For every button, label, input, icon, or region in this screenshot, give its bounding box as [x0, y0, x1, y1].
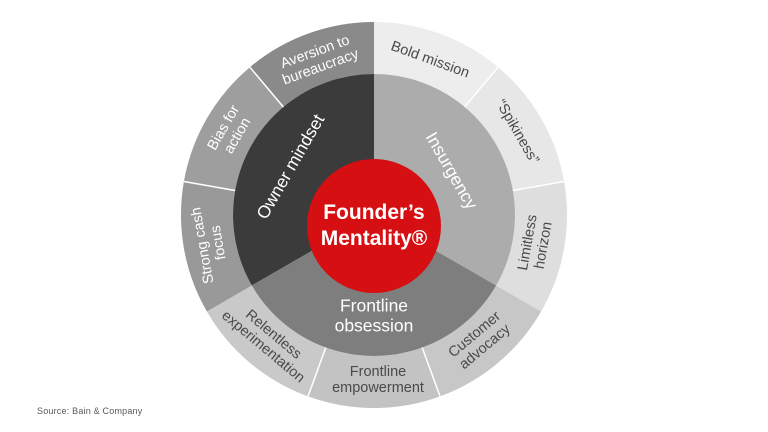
center-label: Founder’s Mentality® — [321, 200, 428, 253]
segment-limitless-horizon — [496, 181, 568, 312]
segment-customer-advocacy — [422, 285, 542, 397]
segment-bias-for-action — [183, 67, 284, 191]
label-frontline-empowerment: Frontline empowerment — [332, 363, 424, 396]
segment-relentless-experimentation — [206, 285, 326, 397]
label-frontline-obsession: Frontline obsession — [334, 295, 414, 335]
segment-aversion-to-bureaucracy — [249, 22, 374, 107]
segment-spikiness — [464, 67, 565, 191]
segment-frontline-empowerment — [308, 347, 440, 409]
center-red-circle — [307, 159, 441, 293]
segment-bold-mission — [374, 22, 499, 107]
outer-ring-dividers — [183, 66, 565, 397]
source-attribution: Source: Bain & Company — [37, 406, 143, 416]
center-label-line2: Mentality® — [320, 227, 428, 250]
center-label-line1: Founder’s — [323, 200, 425, 224]
segment-strong-cash-focus — [180, 181, 252, 312]
